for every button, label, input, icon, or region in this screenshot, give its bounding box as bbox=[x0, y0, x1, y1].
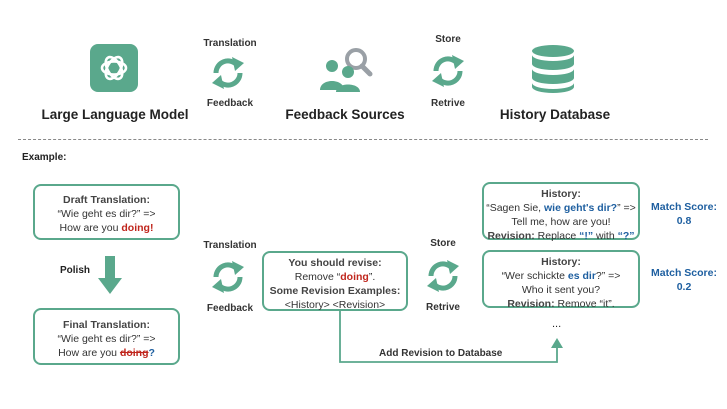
final-text: How are you doing? bbox=[58, 347, 155, 359]
top-cycle1-bottom-label: Feedback bbox=[206, 98, 254, 109]
cycle-arrows-icon bbox=[423, 256, 463, 296]
mid-cycle-top-label: Translation bbox=[203, 240, 257, 251]
section-divider bbox=[18, 139, 708, 140]
match-score-1: Match Score: 0.8 bbox=[651, 201, 717, 227]
revise-box: You should revise: Remove “doing”. Some … bbox=[262, 251, 408, 311]
revise-title: You should revise: bbox=[288, 257, 382, 269]
history2-line2: Who it sent you? bbox=[521, 284, 601, 296]
history1-title: History: bbox=[541, 188, 581, 200]
draft-translation-box: Draft Translation: “Wie geht es dir?” =>… bbox=[33, 184, 180, 240]
top-cycle2-top-label: Store bbox=[435, 34, 461, 45]
draft-source: “Wie geht es dir?” => bbox=[57, 208, 156, 220]
history-database-label: History Database bbox=[499, 107, 611, 122]
feedback-sources-label: Feedback Sources bbox=[285, 107, 405, 122]
match-score-2: Match Score: 0.2 bbox=[651, 267, 717, 293]
example-label: Example: bbox=[22, 152, 67, 163]
history1-line1: “Sagen Sie, wie geht's dir?” => bbox=[486, 202, 636, 214]
top-cycle2-bottom-label: Retrive bbox=[431, 98, 465, 109]
history-box-1: History: “Sagen Sie, wie geht's dir?” =>… bbox=[482, 182, 640, 242]
ellipsis: ... bbox=[552, 318, 562, 330]
cycle-arrows-icon bbox=[428, 51, 468, 91]
down-arrow-icon bbox=[98, 256, 122, 301]
draft-text: How are you doing! bbox=[59, 222, 154, 234]
history2-revision: Revision: Remove “it”. bbox=[507, 298, 615, 310]
revise-examples-text: <History> <Revision> bbox=[284, 299, 386, 311]
revise-examples-title: Some Revision Examples: bbox=[269, 285, 401, 297]
add-revision-connector bbox=[339, 311, 563, 363]
database-icon bbox=[530, 44, 576, 94]
polish-label: Polish bbox=[60, 265, 91, 276]
right-cycle-bottom-label: Retrive bbox=[426, 302, 460, 313]
final-translation-box: Final Translation: “Wie geht es dir?” =>… bbox=[33, 308, 180, 365]
llm-label: Large Language Model bbox=[41, 107, 189, 122]
mid-cycle-bottom-label: Feedback bbox=[206, 303, 254, 314]
top-cycle1-top-label: Translation bbox=[203, 38, 257, 49]
history2-line1: “Wer schickte es dir?” => bbox=[501, 270, 621, 282]
history1-line2: Tell me, how are you! bbox=[511, 216, 611, 228]
final-source: “Wie geht es dir?” => bbox=[57, 333, 156, 345]
draft-title: Draft Translation: bbox=[63, 194, 150, 206]
llm-icon bbox=[90, 44, 138, 92]
cycle-arrows-icon bbox=[208, 257, 248, 297]
cycle-arrows-icon bbox=[208, 53, 248, 93]
revise-remove: Remove “doing”. bbox=[294, 271, 376, 283]
history2-title: History: bbox=[541, 256, 581, 268]
history1-revision: Revision: Replace “!” with “?” bbox=[487, 230, 635, 242]
add-revision-label: Add Revision to Database bbox=[379, 348, 503, 359]
history-box-2: History: “Wer schickte es dir?” => Who i… bbox=[482, 250, 640, 310]
right-cycle-top-label: Store bbox=[430, 238, 456, 249]
feedback-sources-icon bbox=[318, 46, 374, 92]
final-title: Final Translation: bbox=[63, 319, 150, 331]
